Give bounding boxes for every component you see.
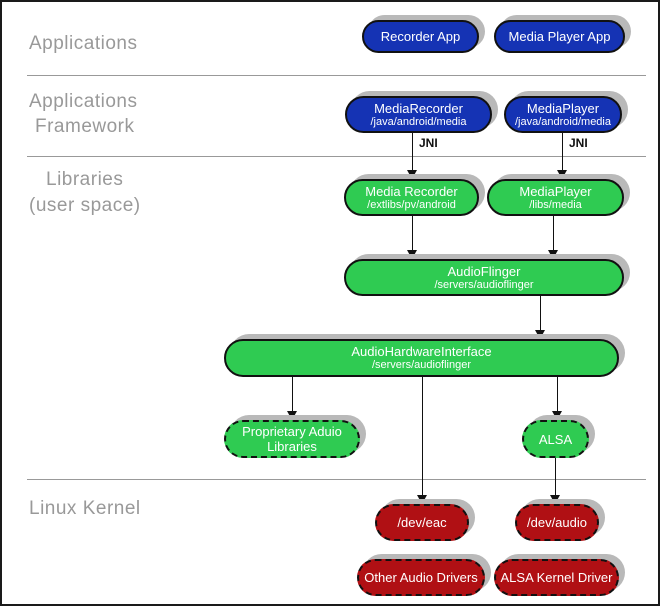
node-label: Media Recorder — [365, 183, 458, 199]
layer-label-linux-kernel: Linux Kernel — [29, 498, 141, 519]
node-label: AudioHardwareInterface — [351, 344, 492, 359]
node-dev-audio: /dev/audio — [515, 504, 599, 541]
node-label: MediaPlayer — [526, 100, 600, 116]
node-path: /java/android/media — [514, 115, 611, 128]
jni-label-right: JNI — [569, 136, 588, 150]
node-path: /extlibs/pv/android — [367, 198, 456, 211]
node-alsa-kernel-driver: ALSA Kernel Driver — [494, 559, 619, 596]
connector-mediarecorder-jni-arrowhead — [407, 170, 417, 179]
connector-player-to-audioflinger-arrowhead — [548, 250, 558, 259]
connector-mediarecorder-jni-line — [412, 133, 413, 170]
node-label: /dev/audio — [527, 515, 587, 530]
layer-label-framework-line1: Applications — [29, 91, 138, 112]
node-alsa: ALSA — [522, 420, 589, 458]
connector-audioflinger-to-ahi-arrowhead — [535, 330, 545, 339]
node-media-recorder-library: Media Recorder /extlibs/pv/android — [344, 179, 479, 216]
connector-mediaplayer-jni-line — [562, 133, 563, 170]
connector-ahi-to-proprietary-line — [292, 377, 293, 411]
node-audioflinger: AudioFlinger /servers/audioflinger — [344, 259, 624, 296]
layer-label-applications: Applications — [29, 33, 138, 54]
node-label: Other Audio Drivers — [364, 570, 478, 585]
node-proprietary-audio-libraries: Proprietary Aduio Libraries — [224, 420, 360, 458]
connector-ahi-to-proprietary-arrowhead — [287, 411, 297, 420]
node-dev-eac: /dev/eac — [375, 504, 469, 541]
node-label: AudioFlinger — [447, 263, 521, 279]
node-path: /java/android/media — [370, 115, 467, 128]
node-label: ALSA — [538, 431, 573, 447]
node-label: ALSA Kernel Driver — [500, 570, 613, 585]
node-label: /dev/eac — [397, 515, 447, 530]
layer-label-libraries-line2: (user space) — [29, 195, 141, 216]
connector-recorder-to-audioflinger-arrowhead — [407, 250, 417, 259]
node-path: /libs/media — [529, 198, 582, 211]
node-label: Recorder App — [380, 29, 461, 44]
node-media-recorder-framework: MediaRecorder /java/android/media — [345, 96, 492, 133]
node-label: Proprietary Aduio — [242, 424, 342, 439]
layer-label-libraries-line1: Libraries — [46, 169, 124, 190]
node-media-player-app: Media Player App — [494, 20, 625, 53]
node-path: /servers/audioflinger — [371, 359, 472, 371]
node-label-line2: Libraries — [267, 439, 317, 454]
node-label: Media Player App — [508, 29, 611, 44]
jni-label-left: JNI — [419, 136, 438, 150]
node-audio-hardware-interface: AudioHardwareInterface /servers/audiofli… — [224, 339, 619, 377]
node-path: /servers/audioflinger — [434, 278, 534, 291]
connector-ahi-to-deveac-arrowhead — [417, 495, 427, 504]
node-label: MediaPlayer — [519, 183, 592, 199]
connector-audioflinger-to-ahi-line — [540, 296, 541, 330]
node-recorder-app: Recorder App — [362, 20, 479, 53]
connector-alsa-to-devaudio-line — [555, 458, 556, 495]
node-other-audio-drivers: Other Audio Drivers — [357, 559, 485, 596]
separator-applications-framework — [27, 75, 646, 76]
separator-framework-libraries — [27, 156, 646, 157]
separator-libraries-kernel — [27, 479, 646, 480]
connector-alsa-to-devaudio-arrowhead — [550, 495, 560, 504]
connector-recorder-to-audioflinger-line — [412, 216, 413, 250]
node-media-player-framework: MediaPlayer /java/android/media — [504, 96, 622, 133]
node-media-player-library: MediaPlayer /libs/media — [487, 179, 624, 216]
connector-mediaplayer-jni-arrowhead — [557, 170, 567, 179]
connector-ahi-to-deveac-line — [422, 377, 423, 495]
layer-label-framework-line2: Framework — [35, 116, 135, 137]
connector-player-to-audioflinger-line — [553, 216, 554, 250]
connector-ahi-to-alsa-line — [557, 377, 558, 411]
node-label: MediaRecorder — [374, 100, 463, 116]
connector-ahi-to-alsa-arrowhead — [552, 411, 562, 420]
